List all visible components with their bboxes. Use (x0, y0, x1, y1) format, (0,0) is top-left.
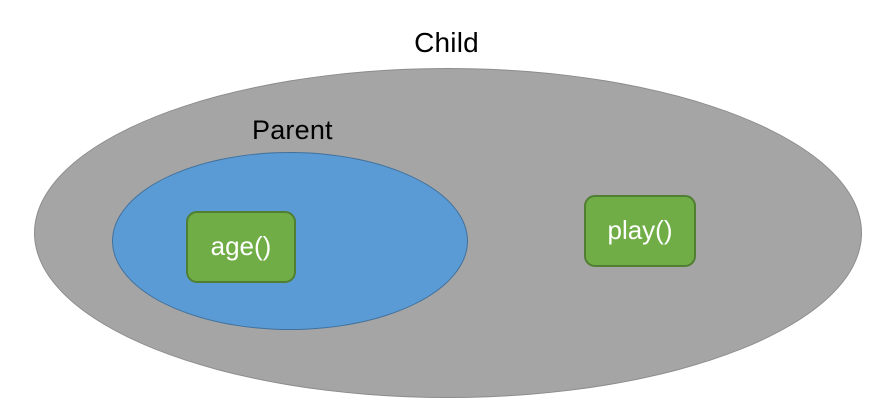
method-box-play[interactable]: play() (584, 195, 696, 267)
method-box-age[interactable]: age() (186, 211, 296, 283)
parent-label: Parent (252, 115, 333, 145)
child-label: Child (414, 27, 479, 58)
method-box-play-label: play() (607, 215, 673, 245)
method-box-age-label: age() (210, 231, 272, 261)
